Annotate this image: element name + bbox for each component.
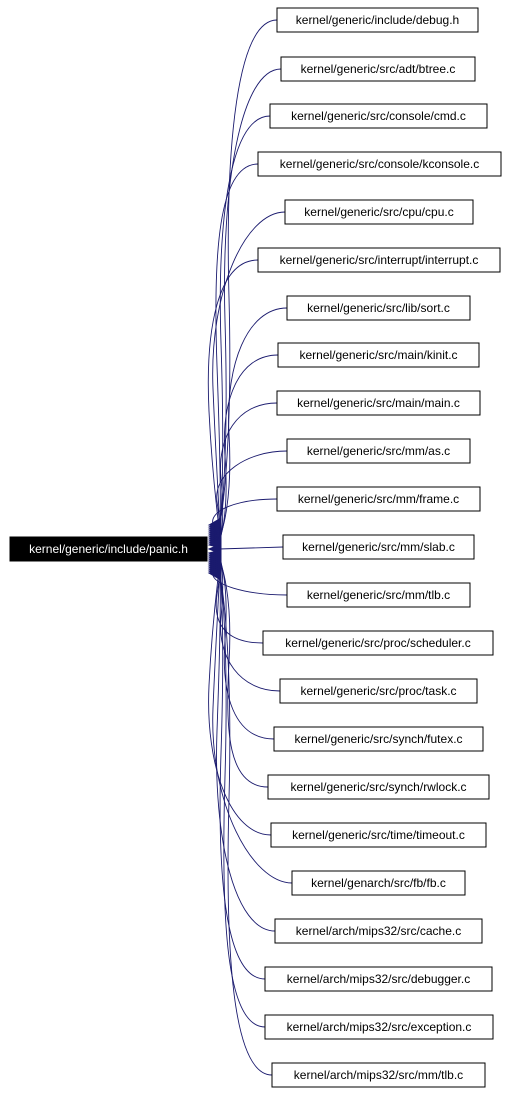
file-node-label: kernel/genarch/src/fb/fb.c <box>311 876 446 890</box>
file-node[interactable]: kernel/generic/src/console/cmd.c <box>269 103 488 129</box>
dependency-edge <box>218 546 284 550</box>
dependency-edges <box>207 19 293 1076</box>
file-node[interactable]: kernel/generic/src/mm/slab.c <box>282 534 475 560</box>
file-node-label: kernel/generic/src/console/cmd.c <box>291 109 466 123</box>
file-node-box <box>286 438 471 464</box>
file-node[interactable]: kernel/arch/mips32/src/debugger.c <box>264 966 493 992</box>
dependency-edge <box>216 566 276 932</box>
dependency-edge <box>218 572 273 1076</box>
root-node-box <box>9 536 208 562</box>
root-node-label: kernel/generic/include/panic.h <box>29 542 188 556</box>
file-node-label: kernel/arch/mips32/src/exception.c <box>287 1020 472 1034</box>
file-node[interactable]: kernel/generic/src/cpu/cpu.c <box>284 199 474 225</box>
file-node[interactable]: kernel/generic/src/lib/sort.c <box>286 295 471 321</box>
file-node-box <box>271 1062 486 1088</box>
dependency-edge <box>207 259 259 536</box>
dependency-edge <box>218 568 266 980</box>
file-node-label: kernel/generic/src/mm/frame.c <box>298 492 459 506</box>
dependency-edge <box>216 450 288 544</box>
file-node[interactable]: kernel/generic/include/debug.h <box>276 7 479 33</box>
file-node-label: kernel/generic/src/synch/rwlock.c <box>290 780 466 794</box>
file-node[interactable]: kernel/generic/src/proc/scheduler.c <box>262 630 494 656</box>
file-node-box <box>264 1014 494 1040</box>
file-node[interactable]: kernel/genarch/src/fb/fb.c <box>291 870 466 896</box>
file-node[interactable]: kernel/arch/mips32/src/mm/tlb.c <box>271 1062 486 1088</box>
dependency-edge <box>218 354 279 540</box>
file-node-label: kernel/generic/src/cpu/cpu.c <box>304 205 453 219</box>
file-node-label: kernel/generic/src/mm/slab.c <box>302 540 455 554</box>
root-node[interactable]: kernel/generic/include/panic.h <box>9 536 208 562</box>
file-node-box <box>262 630 494 656</box>
file-node[interactable]: kernel/generic/src/synch/rwlock.c <box>267 774 490 800</box>
file-node-label: kernel/generic/src/time/timeout.c <box>292 828 465 842</box>
file-node-label: kernel/generic/src/main/main.c <box>297 396 460 410</box>
file-node[interactable]: kernel/generic/src/adt/btree.c <box>280 56 476 82</box>
file-node-box <box>276 390 481 416</box>
file-node-box <box>257 151 502 177</box>
file-node-label: kernel/generic/src/interrupt/interrupt.c <box>280 253 479 267</box>
file-node-label: kernel/arch/mips32/src/debugger.c <box>287 972 470 986</box>
file-node-label: kernel/generic/src/adt/btree.c <box>301 62 456 76</box>
file-node[interactable]: kernel/arch/mips32/src/exception.c <box>264 1014 494 1040</box>
file-node[interactable]: kernel/generic/src/mm/frame.c <box>276 486 481 512</box>
file-node[interactable]: kernel/generic/src/main/main.c <box>276 390 481 416</box>
file-node-label: kernel/arch/mips32/src/cache.c <box>296 924 461 938</box>
file-node-box <box>270 822 487 848</box>
file-node-box <box>286 582 471 608</box>
file-node[interactable]: kernel/arch/mips32/src/cache.c <box>274 918 483 944</box>
file-node-box <box>284 199 474 225</box>
file-node[interactable]: kernel/generic/src/synch/futex.c <box>273 726 484 752</box>
file-node-box <box>279 678 478 704</box>
file-node-label: kernel/arch/mips32/src/mm/tlb.c <box>294 1068 463 1082</box>
file-node-box <box>276 486 481 512</box>
dependency-edge <box>212 564 293 884</box>
file-node[interactable]: kernel/generic/src/console/kconsole.c <box>257 151 502 177</box>
file-node-box <box>267 774 490 800</box>
file-nodes: kernel/generic/include/debug.h kernel/gen… <box>257 7 502 1088</box>
file-node-box <box>273 726 484 752</box>
file-node-label: kernel/generic/src/mm/tlb.c <box>307 588 450 602</box>
file-node-label: kernel/generic/src/console/kconsole.c <box>280 157 479 171</box>
dependency-edge <box>218 560 269 788</box>
file-node-label: kernel/generic/src/proc/scheduler.c <box>285 636 470 650</box>
file-node[interactable]: kernel/generic/src/main/kinit.c <box>277 342 480 368</box>
file-node-box <box>282 534 475 560</box>
file-node-box <box>264 966 493 992</box>
file-node-box <box>276 7 479 33</box>
file-node[interactable]: kernel/generic/src/interrupt/interrupt.c <box>257 247 501 273</box>
file-node-box <box>257 247 501 273</box>
dependency-edge <box>218 115 271 530</box>
file-node-box <box>286 295 471 321</box>
file-node-box <box>277 342 480 368</box>
file-node-label: kernel/generic/src/synch/futex.c <box>294 732 462 746</box>
file-node[interactable]: kernel/generic/src/mm/tlb.c <box>286 582 471 608</box>
file-node-label: kernel/generic/include/debug.h <box>296 13 459 27</box>
file-node-box <box>280 56 476 82</box>
dependency-edge <box>218 570 266 1028</box>
edge-arrowhead <box>207 569 222 581</box>
file-node[interactable]: kernel/generic/src/mm/as.c <box>286 438 471 464</box>
file-node[interactable]: kernel/generic/src/time/timeout.c <box>270 822 487 848</box>
file-node-label: kernel/generic/src/lib/sort.c <box>307 301 450 315</box>
file-node-label: kernel/generic/src/proc/task.c <box>300 684 456 698</box>
file-node-box <box>291 870 466 896</box>
file-node[interactable]: kernel/generic/src/proc/task.c <box>279 678 478 704</box>
file-node-box <box>274 918 483 944</box>
file-node-label: kernel/generic/src/mm/as.c <box>307 444 450 458</box>
file-node-box <box>269 103 488 129</box>
file-node-label: kernel/generic/src/main/kinit.c <box>299 348 457 362</box>
dependency-edge <box>218 19 278 526</box>
